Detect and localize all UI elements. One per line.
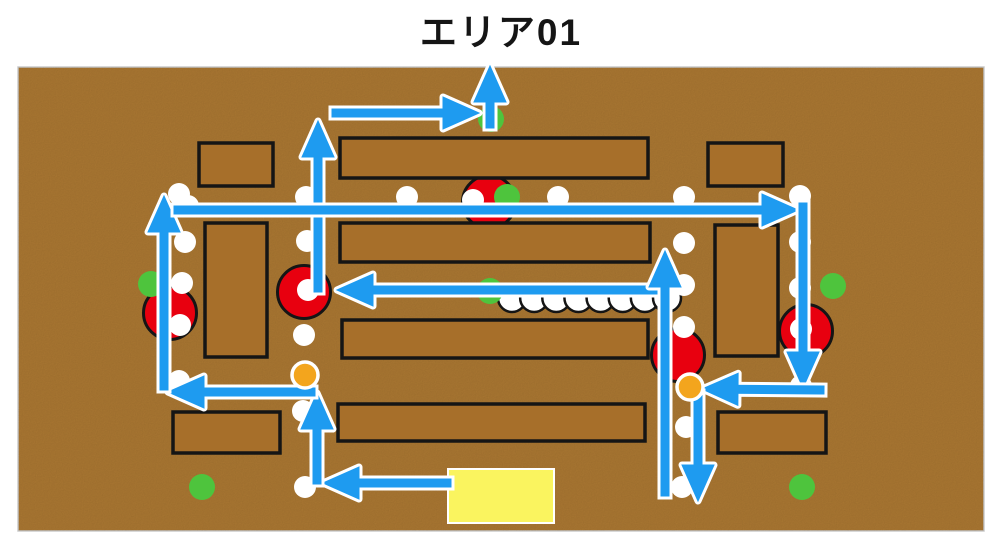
wall-block: [203, 221, 269, 359]
wall-block: [338, 136, 650, 180]
route-arrow-head: [786, 351, 820, 390]
wall-block: [171, 410, 282, 455]
wall-block: [336, 402, 647, 443]
route-arrow-head: [300, 391, 334, 430]
route-arrow-head: [442, 96, 481, 130]
orange-dot-marker: [675, 372, 705, 402]
route-arrow-head: [166, 375, 205, 409]
white-dot-marker: [171, 272, 193, 294]
wall-block: [338, 221, 652, 264]
wall-block: [713, 223, 780, 358]
white-dot-marker: [673, 316, 695, 338]
green-dot-marker: [820, 273, 846, 299]
route-arrow-head: [761, 193, 800, 227]
orange-dot-marker: [290, 360, 320, 390]
route-arrow-head: [681, 464, 715, 503]
green-dot-marker: [189, 474, 215, 500]
route-arrow-head: [648, 249, 682, 288]
wall-block: [197, 141, 275, 188]
route-arrow-head: [321, 466, 360, 500]
wall-block: [706, 141, 785, 188]
white-dot-marker: [169, 314, 191, 336]
route-arrow: [729, 384, 825, 395]
route-arrow-head: [700, 372, 739, 407]
green-dot-marker: [789, 474, 815, 500]
white-dot-marker: [673, 232, 695, 254]
start-rect: [447, 468, 555, 524]
area-title: エリア01: [419, 12, 583, 53]
wall-block: [340, 318, 650, 360]
white-dot-marker: [174, 231, 196, 253]
wall-block: [716, 410, 828, 455]
route-arrow-head: [301, 119, 335, 158]
route-arrow-head: [335, 273, 374, 307]
white-dot-marker: [293, 324, 315, 346]
route-arrow-head: [473, 64, 507, 103]
